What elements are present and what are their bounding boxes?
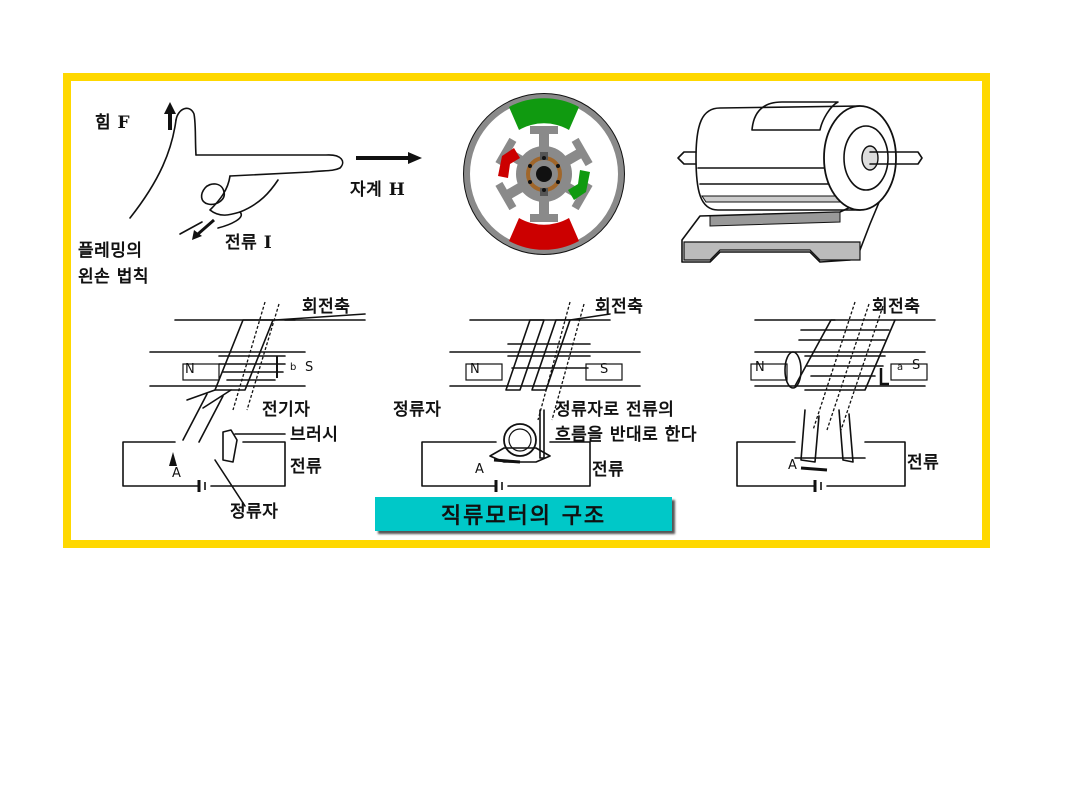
south-pole-label-2: S [600, 362, 609, 377]
field-label: 자계 H [350, 180, 406, 200]
current-label-3: 전류 [907, 453, 940, 473]
force-label: 힘 F [95, 113, 131, 133]
south-pole-label-1: S [305, 360, 314, 375]
commutator-note-line1: 정류자로 전류의 [555, 400, 675, 420]
operation-diagram-3 [736, 301, 936, 492]
b-label-1: b [290, 362, 297, 373]
a-label-1: A [172, 466, 182, 481]
axis-label-2: 회전축 [595, 297, 644, 317]
a-label-2: A [475, 462, 485, 477]
north-pole-label-2: N [470, 362, 481, 377]
current-label: 전류 I [225, 233, 273, 253]
a-label-3: A [788, 458, 798, 473]
commutator-label-1: 정류자 [230, 502, 279, 522]
a-small-label-3: a [897, 362, 904, 373]
armature-label-1: 전기자 [262, 400, 311, 420]
operation-diagram-1 [122, 301, 366, 507]
north-pole-label-3: N [755, 360, 766, 375]
left-hand-drawing [129, 102, 422, 240]
axis-label-1: 회전축 [302, 297, 351, 317]
current-label-2: 전류 [592, 460, 625, 480]
brush-label-1: 브러시 [290, 425, 339, 445]
commutator-label-2: 정류자 [393, 400, 442, 420]
commutator-note-line2: 흐름을 반대로 한다 [555, 425, 697, 445]
current-label-1: 전류 [290, 457, 323, 477]
south-pole-label-3: S [912, 358, 921, 373]
operation-diagram-2 [421, 301, 641, 492]
north-pole-label-1: N [185, 362, 196, 377]
motor-illustration [677, 101, 923, 263]
motor-cross-section [463, 93, 625, 255]
rule-label-line2: 왼손 법칙 [78, 267, 149, 287]
figure-caption: 직류모터의 구조 [375, 497, 672, 531]
rule-label-line1: 플레밍의 [78, 241, 143, 261]
axis-label-3: 회전축 [872, 297, 921, 317]
